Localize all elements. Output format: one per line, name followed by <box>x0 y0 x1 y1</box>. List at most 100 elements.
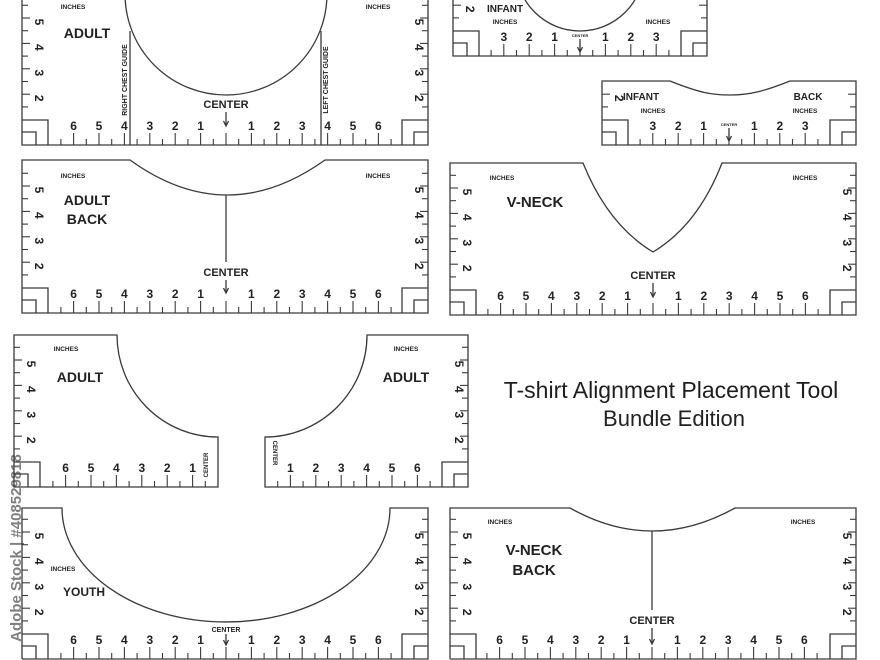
scale-number: 3 <box>138 461 145 475</box>
scale-number: 4 <box>750 633 757 647</box>
scale-number: 5 <box>389 461 396 475</box>
side-number: 3 <box>412 583 426 590</box>
chest-guide-label: RIGHT CHEST GUIDE <box>122 44 129 116</box>
scale-number: 2 <box>675 119 682 133</box>
side-number: 2 <box>32 263 46 270</box>
ruler-title: YOUTH <box>63 585 105 599</box>
neckline-curve <box>524 0 636 32</box>
side-number: 5 <box>452 361 466 368</box>
side-number: 4 <box>840 214 854 221</box>
side-number: 2 <box>460 609 474 616</box>
side-number: 4 <box>452 386 466 393</box>
units-label: INCHES <box>366 173 391 180</box>
side-number: 4 <box>460 214 474 221</box>
sheet-subtitle: Bundle Edition <box>603 406 745 431</box>
corner-square <box>401 287 428 313</box>
scale-number: 5 <box>523 289 530 303</box>
scale-number: 3 <box>299 633 306 647</box>
scale-number: 1 <box>551 30 558 44</box>
scale-number: 6 <box>802 289 809 303</box>
center-label: CENTER <box>630 270 675 282</box>
scale-number: 2 <box>526 30 533 44</box>
scale-number: 3 <box>500 30 507 44</box>
center-label: CENTER <box>203 99 248 111</box>
chest-guide-label: LEFT CHEST GUIDE <box>323 46 330 114</box>
side-number: 4 <box>32 558 46 565</box>
center-label: CENTER <box>271 441 277 466</box>
scale-number: 1 <box>700 119 707 133</box>
side-number: 2 <box>32 95 46 102</box>
units-label: INCHES <box>793 175 818 182</box>
scale-number: 6 <box>70 633 77 647</box>
center-label: CENTER <box>204 452 210 477</box>
side-number: 2 <box>32 609 46 616</box>
scale-number: 6 <box>801 633 808 647</box>
ruler-outline <box>601 80 857 146</box>
ruler-title: ADULT <box>57 369 104 385</box>
scale-number: 2 <box>172 633 179 647</box>
scale-number: 2 <box>172 119 179 133</box>
side-number: 4 <box>412 212 426 219</box>
side-number: 2 <box>463 6 477 13</box>
scale-number: 1 <box>624 289 631 303</box>
scale-number: 4 <box>324 287 331 301</box>
side-number: 3 <box>452 411 466 418</box>
scale-number: 3 <box>726 289 733 303</box>
corner-square <box>22 119 49 145</box>
corner-square <box>602 119 629 145</box>
stock-watermark: Adobe Stock | #408529818 <box>8 454 25 642</box>
sheet-title: T-shirt Alignment Placement Tool <box>504 377 839 403</box>
scale-number: 2 <box>273 119 280 133</box>
side-number: 5 <box>840 533 854 540</box>
side-number: 5 <box>460 533 474 540</box>
scale-number: 4 <box>121 633 128 647</box>
side-number: 4 <box>24 386 38 393</box>
ruler-title: BACK <box>512 562 555 579</box>
side-number: 3 <box>840 239 854 246</box>
corner-square <box>829 289 856 315</box>
side-number: 5 <box>32 19 46 26</box>
scale-number: 4 <box>121 119 128 133</box>
corner-square <box>829 633 856 659</box>
ruler-title: V-NECK <box>506 542 563 559</box>
scale-number: 3 <box>653 30 660 44</box>
scale-number: 3 <box>802 119 809 133</box>
ruler-title: V-NECK <box>507 194 564 211</box>
units-label: INCHES <box>646 19 671 26</box>
ruler-title: INFANT <box>623 92 659 103</box>
side-number: 3 <box>32 583 46 590</box>
side-number: 3 <box>32 237 46 244</box>
scale-number: 2 <box>776 119 783 133</box>
scale-number: 3 <box>725 633 732 647</box>
scale-number: 5 <box>96 287 103 301</box>
scale-number: 1 <box>287 461 294 475</box>
scale-number: 5 <box>777 289 784 303</box>
corner-square <box>401 119 428 145</box>
scale-number: 6 <box>497 289 504 303</box>
scale-number: 5 <box>350 119 357 133</box>
ruler-title: ADULT <box>64 192 111 208</box>
scale-number: 1 <box>675 289 682 303</box>
scale-number: 3 <box>338 461 345 475</box>
corner-square <box>453 30 480 56</box>
ruler-title: ADULT <box>64 25 111 41</box>
scale-number: 5 <box>522 633 529 647</box>
scale-number: 1 <box>751 119 758 133</box>
units-label: INCHES <box>366 4 391 11</box>
scale-number: 1 <box>189 461 196 475</box>
side-number: 3 <box>32 69 46 76</box>
scale-number: 5 <box>350 633 357 647</box>
side-number: 3 <box>412 69 426 76</box>
scale-number: 2 <box>699 633 706 647</box>
units-label: INCHES <box>490 175 515 182</box>
scale-number: 4 <box>363 461 370 475</box>
scale-number: 1 <box>674 633 681 647</box>
side-number: 2 <box>412 609 426 616</box>
units-label: INCHES <box>54 346 79 353</box>
